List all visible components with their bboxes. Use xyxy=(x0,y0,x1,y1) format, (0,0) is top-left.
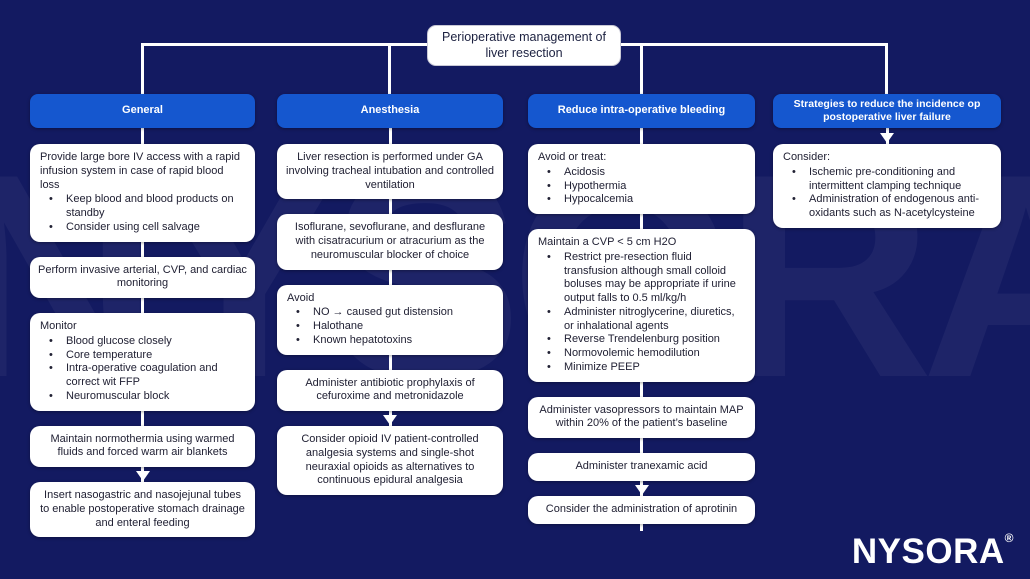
registered-mark: ® xyxy=(1004,531,1014,545)
column-connector-line xyxy=(141,111,144,506)
flow-box: Administer antibiotic prophylaxis of cef… xyxy=(277,369,503,411)
bullet-item: Minimize PEEP xyxy=(538,361,745,375)
column-header-reduce-bleeding: Reduce intra-operative bleeding xyxy=(528,94,755,128)
bullet-item: Administer nitroglycerine, diuretics, or… xyxy=(538,306,745,334)
flow-box: Avoid or treat: Acidosis Hypothermia Hyp… xyxy=(528,144,755,214)
bullet-list: Keep blood and blood products on standby… xyxy=(40,193,245,234)
bullet-item: Consider using cell salvage xyxy=(40,221,245,235)
bullet-item: Core temperature xyxy=(40,349,245,363)
bullet-list: Restrict pre-resection fluid transfusion… xyxy=(538,251,745,375)
box-lead-text: Avoid or treat: xyxy=(538,151,607,163)
column-general: General Provide large bore IV access wit… xyxy=(30,94,255,552)
bullet-list: Ischemic pre-conditioning and intermitte… xyxy=(783,166,991,221)
bullet-item: Ischemic pre-conditioning and intermitte… xyxy=(783,166,991,194)
box-lead-text: Maintain a CVP < 5 cm H2O xyxy=(538,236,677,248)
flow-box: Monitor Blood glucose closely Core tempe… xyxy=(30,313,255,411)
bullet-item: Keep blood and blood products on standby xyxy=(40,193,245,221)
flow-box: Insert nasogastric and nasojejunal tubes… xyxy=(30,470,255,538)
flow-box: Liver resection is performed under GA in… xyxy=(277,144,503,200)
flow-box: Administer vasopressors to maintain MAP … xyxy=(528,396,755,438)
column-header-anesthesia: Anesthesia xyxy=(277,94,503,128)
nysora-logo-text: NYSORA xyxy=(851,532,1005,571)
box-lead-text: Avoid xyxy=(287,291,315,304)
flow-box: Consider opioid IV patient-controlled an… xyxy=(277,415,503,495)
box-lead-text: Consider: xyxy=(783,151,831,163)
connector-stub-bleeding xyxy=(640,43,643,94)
bullet-item: Blood glucose closely xyxy=(40,335,245,349)
connector-stub-strategies xyxy=(885,43,888,94)
bullet-item: Intra-operative coagulation and correct … xyxy=(40,362,245,390)
diagram-title: Perioperative management of liver resect… xyxy=(427,25,621,67)
flow-box: Maintain a CVP < 5 cm H2O Restrict pre-r… xyxy=(528,229,755,382)
bullet-item: Acidosis xyxy=(538,166,745,180)
bullet-item: Halothane xyxy=(287,320,493,334)
flow-box: Provide large bore IV access with a rapi… xyxy=(30,144,255,242)
bullet-list: Acidosis Hypothermia Hypocalcemia xyxy=(538,166,745,207)
box-lead-text: Provide large bore IV access with a rapi… xyxy=(40,151,240,191)
connector-stub-general xyxy=(141,43,144,94)
bullet-item: Known hepatotoxins xyxy=(287,334,493,348)
bullet-list: Blood glucose closely Core temperature I… xyxy=(40,335,245,404)
column-anesthesia: Anesthesia Liver resection is performed … xyxy=(277,94,503,510)
flow-box: Isoflurane, sevoflurane, and desflurane … xyxy=(277,214,503,270)
bullet-item: Restrict pre-resection fluid transfusion… xyxy=(538,251,745,306)
box-lead-text: Monitor xyxy=(40,320,77,332)
bullet-item: Hypothermia xyxy=(538,180,745,194)
bullet-list: NO → caused gut distension Halothane Kno… xyxy=(287,306,493,347)
connector-stub-anesthesia xyxy=(388,43,391,94)
column-header-general: General xyxy=(30,94,255,128)
bullet-item: Normovolemic hemodilution xyxy=(538,347,745,361)
flow-box: Maintain normothermia using warmed fluid… xyxy=(30,425,255,467)
flow-box: Administer tranexamic acid xyxy=(528,453,755,481)
flow-box: Perform invasive arterial, CVP, and card… xyxy=(30,256,255,298)
bullet-item: Hypocalcemia xyxy=(538,193,745,207)
flow-box: Consider: Ischemic pre-conditioning and … xyxy=(773,133,1001,228)
column-strategies: Strategies to reduce the incidence op po… xyxy=(773,94,1001,243)
flow-box: Consider the administration of aprotinin xyxy=(528,484,755,524)
flow-box: Avoid NO → caused gut distension Halotha… xyxy=(277,284,503,355)
nysora-logo: NYSORA® xyxy=(851,531,1014,571)
column-reduce-bleeding: Reduce intra-operative bleeding Avoid or… xyxy=(528,94,755,539)
bullet-item: Administration of endogenous anti-oxidan… xyxy=(783,193,991,221)
bullet-item: Neuromuscular block xyxy=(40,390,245,404)
column-header-strategies: Strategies to reduce the incidence op po… xyxy=(773,94,1001,128)
bullet-item: Reverse Trendelenburg position xyxy=(538,333,745,347)
bullet-item: NO → caused gut distension xyxy=(287,306,493,320)
